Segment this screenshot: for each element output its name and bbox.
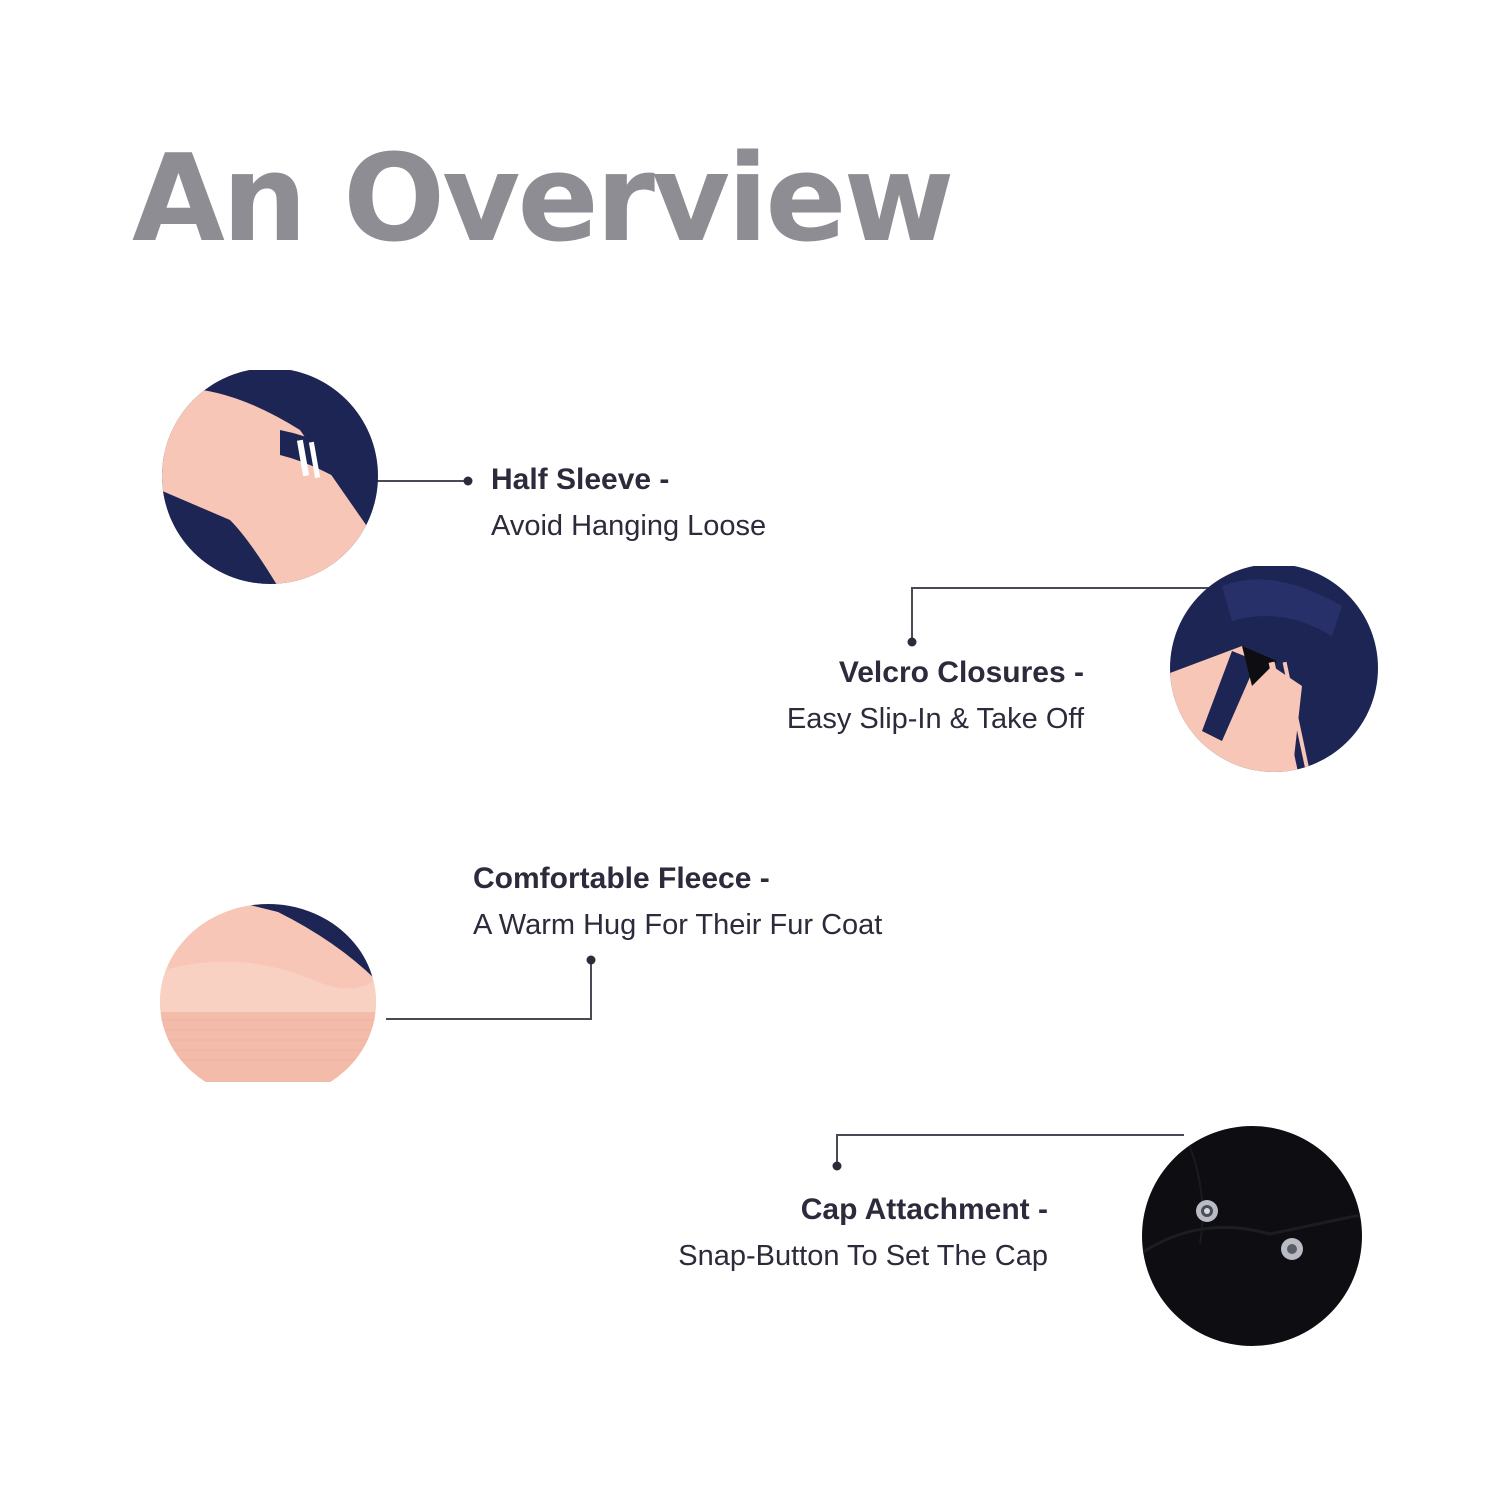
feature-description: A Warm Hug For Their Fur Coat [473,909,883,941]
velcro-closures-photo [1170,566,1378,772]
feature-description: Avoid Hanging Loose [491,510,767,542]
connector-dot [586,955,596,965]
feature-description: Snap-Button To Set The Cap [678,1240,1048,1272]
connector-dot [463,476,473,486]
feature-cap-attachment: Cap Attachment - Snap-Button To Set The … [548,1190,1048,1278]
feature-title: Velcro Closures - [838,656,1084,689]
feature-title: Comfortable Fleece - [473,862,770,895]
cap-attachment-photo [1142,1126,1362,1346]
connector-fleece [386,960,592,1020]
connector-cap [836,1134,1184,1166]
feature-comfortable-fleece: Comfortable Fleece - A Warm Hug For Thei… [473,859,882,947]
connector-dot [832,1161,842,1171]
comfortable-fleece-photo [160,904,376,1082]
page-title: An Overview [132,130,954,269]
feature-title: Half Sleeve - [491,463,670,496]
feature-description: Easy Slip-In & Take Off [786,703,1084,735]
feature-velcro-closures: Velcro Closures - Easy Slip-In & Take Of… [684,653,1084,741]
feature-half-sleeve: Half Sleeve - Avoid Hanging Loose [491,460,766,548]
connector-dot [907,637,917,647]
half-sleeve-photo [162,370,378,584]
feature-title: Cap Attachment - [800,1193,1048,1226]
